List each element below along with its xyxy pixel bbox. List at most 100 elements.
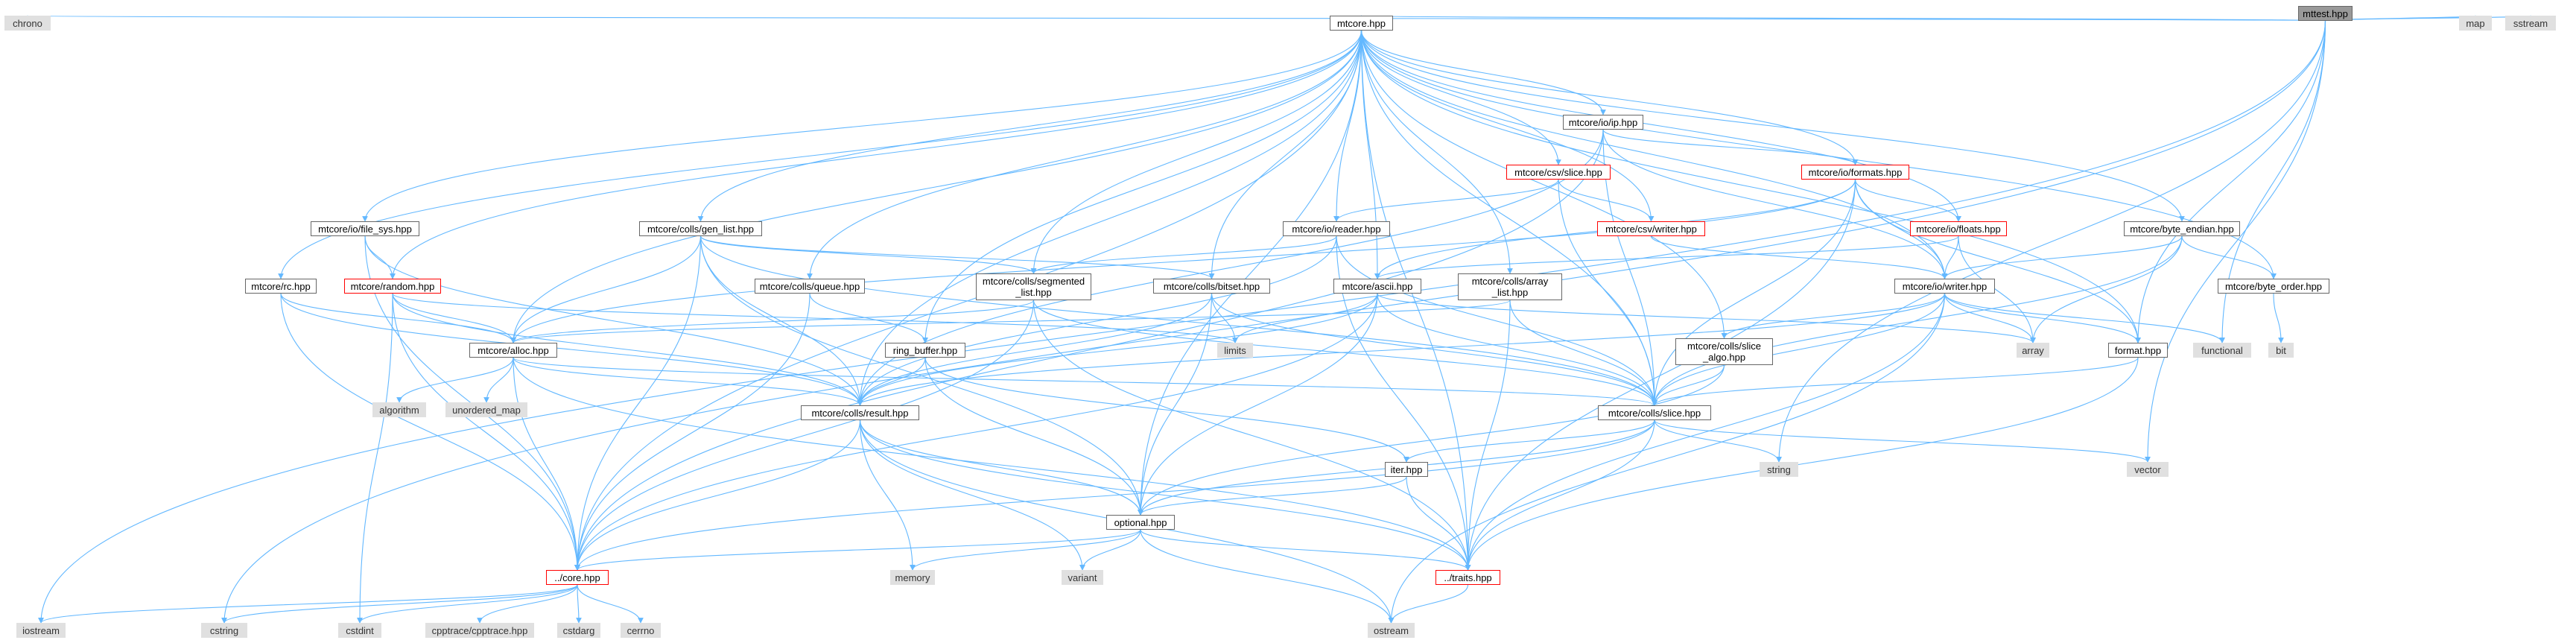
edge-io_reader-to-traits: [1336, 235, 1471, 571]
node-limits: limits: [1217, 343, 1253, 358]
edge-ring_buffer-to-optional: [924, 357, 1143, 516]
edge-byte_endian-to-byte_order: [2181, 235, 2277, 279]
edge-ascii-to-core: [574, 293, 1378, 571]
edge-array_list-to-slice: [1509, 300, 1657, 406]
edge-segmented-to-alloc: [510, 300, 1035, 343]
edge-io_writer-to-slice_algo: [1721, 293, 1946, 339]
edge-queue-to-core: [574, 293, 810, 571]
edge-byte_endian-to-array: [2030, 235, 2183, 343]
edge-random-to-core: [392, 293, 580, 571]
node-mtcore-byte-endian[interactable]: mtcore/byte_endian.hpp: [2124, 221, 2240, 236]
node-mtcore-io-reader[interactable]: mtcore/io/reader.hpp: [1283, 221, 1390, 236]
node-mtcore-csv-writer[interactable]: mtcore/csv/writer.hpp: [1597, 221, 1705, 236]
node-mtcore-io-ip[interactable]: mtcore/io/ip.hpp: [1563, 115, 1643, 130]
edge-result-to-memory: [859, 419, 916, 571]
node-mtcore-colls-gen-list[interactable]: mtcore/colls/gen_list.hpp: [639, 221, 762, 236]
node-ring-buffer[interactable]: ring_buffer.hpp: [885, 343, 965, 358]
edge-random-to-alloc: [392, 293, 516, 343]
edge-io_reader-to-result: [857, 235, 1337, 406]
edge-mtcore-to-alloc: [510, 30, 1362, 343]
edge-ascii-to-limits: [1232, 293, 1378, 343]
edge-io_writer-to-array: [1944, 293, 2036, 343]
edge-mttest-to-format: [2135, 20, 2326, 343]
edge-mttest-to-iostream: [38, 20, 2326, 624]
node-traits[interactable]: ../traits.hpp: [1435, 570, 1500, 585]
node-mtcore-colls-queue[interactable]: mtcore/colls/queue.hpp: [755, 279, 865, 294]
edge-iter-to-traits: [1406, 476, 1471, 571]
edge-mtcore-to-io_ip: [1360, 30, 1606, 115]
edge-slice-to-iter: [1403, 419, 1655, 463]
node-cstdint: cstdint: [338, 623, 381, 638]
edge-mttest-to-string: [1776, 20, 2326, 463]
node-mtcore-csv-slice[interactable]: mtcore/csv/slice.hpp: [1506, 165, 1611, 180]
edge-iter-to-optional: [1138, 476, 1407, 516]
node-mtcore-io-floats[interactable]: mtcore/io/floats.hpp: [1910, 221, 2007, 236]
edge-mttest-to-sstream: [2324, 15, 2534, 22]
node-core[interactable]: ../core.hpp: [546, 570, 609, 585]
edge-mtcore-to-result: [857, 30, 1362, 406]
node-mtcore-ascii[interactable]: mtcore/ascii.hpp: [1333, 279, 1421, 294]
node-cstring: cstring: [201, 623, 247, 638]
edge-byte_endian-to-slice: [1652, 235, 2183, 406]
edge-core-to-cstdint: [357, 584, 578, 624]
edge-slice-to-string: [1654, 419, 1782, 463]
edge-ascii-to-array: [1377, 293, 2036, 343]
node-mtcore-io-formats[interactable]: mtcore/io/formats.hpp: [1801, 165, 1909, 180]
node-mtcore-colls-slice[interactable]: mtcore/colls/slice.hpp: [1598, 405, 1711, 420]
edge-gen_list-to-optional: [699, 235, 1143, 516]
edge-layer: [27, 15, 2534, 624]
node-functional: functional: [2193, 343, 2251, 358]
node-mtcore-rc[interactable]: mtcore/rc.hpp: [245, 279, 317, 294]
edge-mtcore-to-io_writer: [1360, 30, 1948, 279]
node-mtcore-colls-segmented-list[interactable]: mtcore/colls/segmented _list.hpp: [976, 273, 1091, 300]
edge-mtcore-to-csv_slice: [1360, 30, 1561, 165]
edge-alloc-to-core: [513, 357, 580, 571]
edge-core-to-cstring: [221, 584, 578, 624]
node-format[interactable]: format.hpp: [2108, 343, 2168, 358]
node-mtcore-io-writer[interactable]: mtcore/io/writer.hpp: [1894, 279, 1995, 294]
edge-io_writer-to-format: [1944, 293, 2141, 343]
edge-io_formats-to-format: [1854, 179, 2141, 343]
node-iter[interactable]: iter.hpp: [1385, 462, 1428, 477]
node-mtcore-byte-order[interactable]: mtcore/byte_order.hpp: [2218, 279, 2329, 294]
edge-mtcore-to-traits: [1360, 30, 1471, 571]
node-mtcore-io-file-sys[interactable]: mtcore/io/file_sys.hpp: [311, 221, 419, 236]
node-mtcore-colls-result[interactable]: mtcore/colls/result.hpp: [801, 405, 919, 420]
edge-mtcore-to-rc: [278, 30, 1362, 279]
edge-io_ip-to-io_formats: [1602, 129, 1859, 165]
node-mtcore[interactable]: mtcore.hpp: [1330, 16, 1393, 31]
edge-gen_list-to-core: [574, 235, 702, 571]
node-vector: vector: [2127, 462, 2169, 477]
edge-random-to-limits: [392, 293, 1238, 343]
edge-result-to-optional: [859, 419, 1143, 516]
edge-mtcore-to-byte_endian: [1360, 30, 2185, 222]
node-ostream: ostream: [1368, 623, 1415, 638]
edge-alloc-to-unordered_map: [483, 357, 514, 403]
edge-array_list-to-alloc: [510, 300, 1511, 343]
edge-csv_slice-to-csv_writer: [1558, 179, 1655, 222]
node-mtcore-alloc[interactable]: mtcore/alloc.hpp: [469, 343, 557, 358]
edge-traits-to-ostream: [1388, 584, 1469, 624]
edge-result-to-core: [574, 419, 861, 571]
edge-mtcore-to-segmented: [1030, 30, 1362, 274]
node-mtcore-colls-slice-algo[interactable]: mtcore/colls/slice _algo.hpp: [1675, 338, 1773, 365]
node-optional[interactable]: optional.hpp: [1106, 515, 1175, 530]
node-mtcore-colls-array-list[interactable]: mtcore/colls/array _list.hpp: [1458, 273, 1562, 300]
edge-alloc-to-result: [513, 357, 863, 406]
edge-optional-to-core: [574, 529, 1141, 571]
node-cpptrace: cpptrace/cpptrace.hpp: [425, 623, 534, 638]
edge-core-to-cstdarg: [576, 584, 582, 624]
edge-io_formats-to-io_floats: [1854, 179, 1961, 222]
node-mtcore-random[interactable]: mtcore/random.hpp: [344, 279, 441, 294]
edge-mtcore-to-queue: [807, 30, 1362, 279]
node-mtcore-colls-bitset[interactable]: mtcore/colls/bitset.hpp: [1153, 279, 1270, 294]
edge-segmented-to-traits: [1032, 300, 1471, 571]
edge-gen_list-to-alloc: [510, 235, 702, 343]
edge-ring_buffer-to-result: [857, 357, 926, 406]
edge-rc-to-core: [280, 293, 580, 571]
edge-slice-to-core: [574, 419, 1655, 571]
edge-random-to-result: [392, 293, 863, 406]
edge-mtcore-to-ring_buffer: [922, 30, 1362, 343]
edge-gen_list-to-segmented: [699, 235, 1037, 274]
